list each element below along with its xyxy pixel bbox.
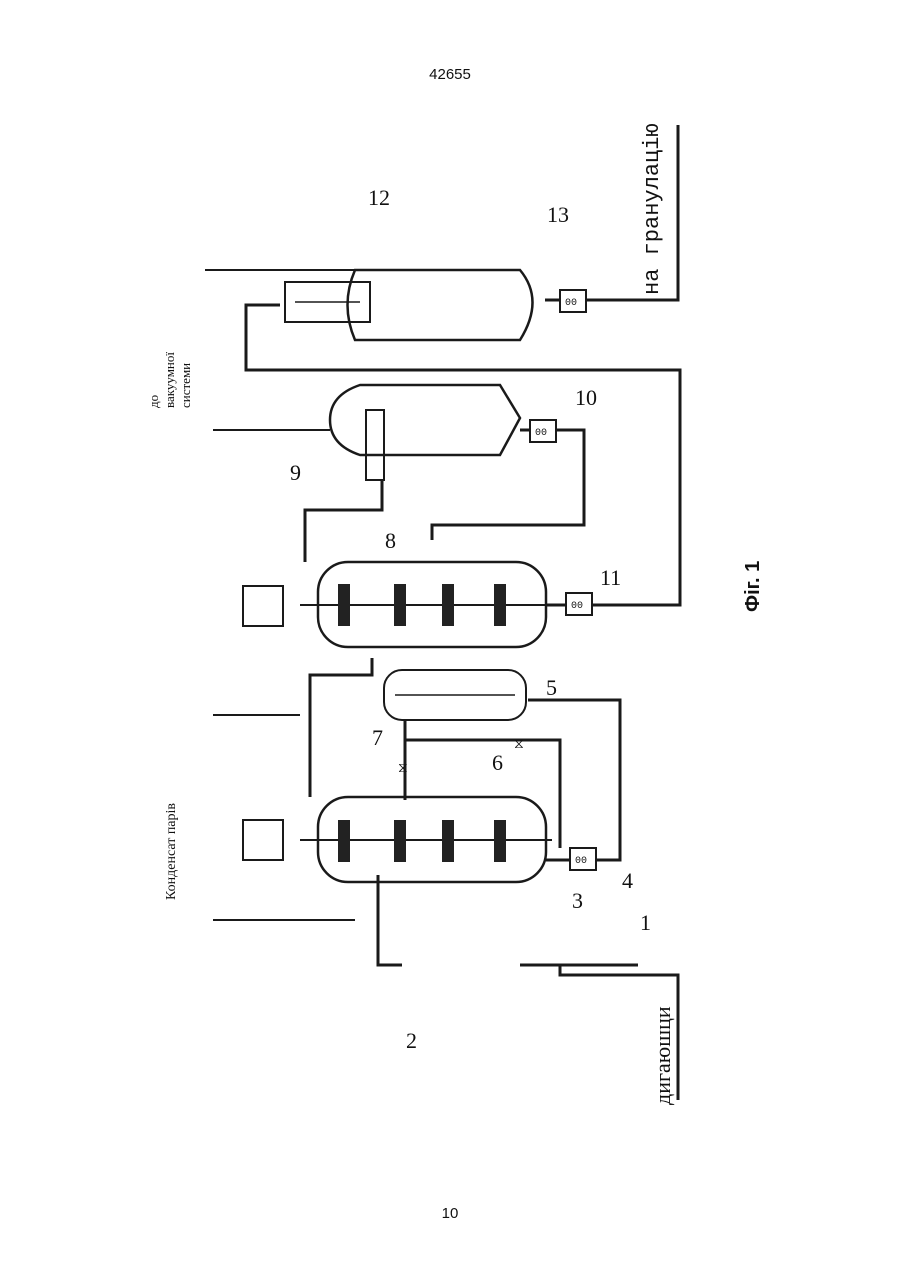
svg-text:⧖: ⧖ <box>398 759 408 775</box>
callout-4: 4 <box>622 868 633 893</box>
pump-11-symbol: 00 <box>571 601 583 612</box>
pump-4-symbol: 00 <box>575 856 587 867</box>
vacuum-label-1: до <box>146 395 162 408</box>
callout-8: 8 <box>385 528 396 553</box>
vacuum-label-3: системи <box>178 363 194 408</box>
pump-10-symbol: 00 <box>535 428 547 439</box>
callout-2: 2 <box>406 1028 417 1053</box>
reactor-8-motor <box>243 586 283 626</box>
page-number-bottom: 10 <box>0 1205 900 1222</box>
callout-11: 11 <box>600 565 621 590</box>
callout-12: 12 <box>368 185 390 210</box>
callout-7: 7 <box>372 725 383 750</box>
heater-2-to-reactor-3 <box>378 875 402 965</box>
reactor-3-motor <box>243 820 283 860</box>
figure-caption: Фіг. 1 <box>742 561 765 612</box>
vessel-12 <box>348 270 533 340</box>
callout-10: 10 <box>575 385 597 410</box>
callout-6: 6 <box>492 750 503 775</box>
granulation-label: на гранулацію <box>640 123 665 295</box>
svg-text:⧖: ⧖ <box>514 735 524 751</box>
callout-3: 3 <box>572 888 583 913</box>
callout-9: 9 <box>290 460 301 485</box>
feed-label: дигаюшци <box>650 1006 676 1105</box>
callout-5: 5 <box>546 675 557 700</box>
evaporator-9 <box>330 385 520 455</box>
vacuum-label-2: вакуумної <box>162 352 178 408</box>
condensate-vapor-label: Конденсат парів <box>164 803 180 900</box>
callout-1: 1 <box>640 910 651 935</box>
pump-13-symbol: 00 <box>565 298 577 309</box>
callout-13: 13 <box>547 202 569 227</box>
